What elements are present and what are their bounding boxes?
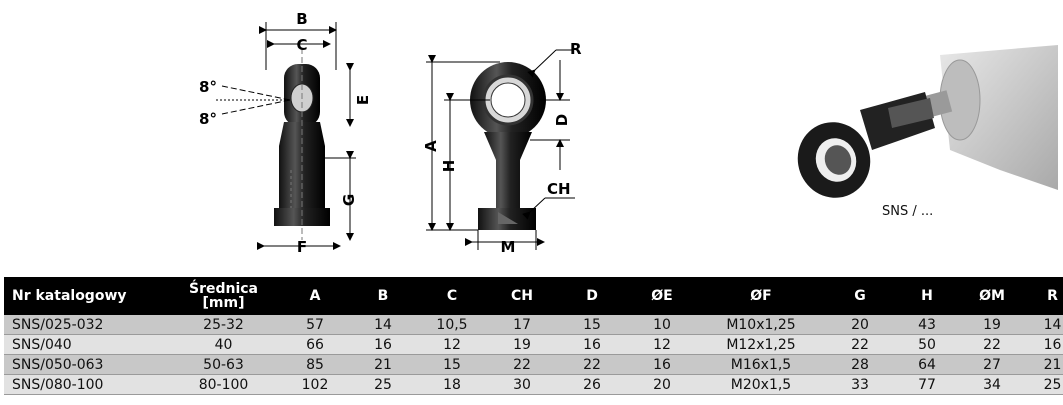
cell-c: 15	[417, 354, 487, 375]
product-photo	[797, 45, 1058, 198]
cell-ch: 22	[487, 354, 557, 375]
cell-diameter: 80-100	[166, 374, 281, 395]
header-r: R	[1025, 277, 1063, 315]
cell-d: 16	[557, 334, 627, 355]
cell-e: 20	[627, 374, 697, 395]
table-row: SNS/050-063 50-63 85 21 15 22 22 16 M16x…	[4, 354, 1063, 375]
cell-h: 50	[895, 334, 959, 355]
label-ch: CH	[547, 180, 571, 198]
cell-h: 77	[895, 374, 959, 395]
header-diameter: Średnica [mm]	[166, 277, 281, 315]
header-f: ØF	[697, 277, 825, 315]
label-c: C	[296, 36, 307, 54]
cell-ch: 17	[487, 315, 557, 335]
cell-e: 16	[627, 354, 697, 375]
cell-catalog: SNS/080-100	[4, 374, 166, 395]
label-a: A	[422, 140, 440, 152]
header-ch: CH	[487, 277, 557, 315]
cell-b: 21	[349, 354, 417, 375]
cell-m: 22	[959, 334, 1025, 355]
cell-diameter: 25-32	[166, 315, 281, 335]
cell-diameter: 40	[166, 334, 281, 355]
cell-h: 64	[895, 354, 959, 375]
label-angle-bottom: 8°	[199, 110, 217, 128]
cell-catalog: SNS/040	[4, 334, 166, 355]
cell-f: M12x1,25	[697, 334, 825, 355]
header-d: D	[557, 277, 627, 315]
header-a: A	[281, 277, 349, 315]
label-r: R	[570, 40, 582, 58]
cell-g: 28	[825, 354, 895, 375]
cell-b: 16	[349, 334, 417, 355]
header-c: C	[417, 277, 487, 315]
cell-f: M10x1,25	[697, 315, 825, 335]
header-e: ØE	[627, 277, 697, 315]
cell-diameter: 50-63	[166, 354, 281, 375]
cell-e: 12	[627, 334, 697, 355]
label-m: M	[501, 238, 516, 256]
cell-r: 16	[1025, 334, 1063, 355]
label-h: H	[440, 160, 458, 173]
technical-drawing-area: B C 8° 8° E G F	[199, 10, 1058, 256]
cell-a: 57	[281, 315, 349, 335]
table-row: SNS/080-100 80-100 102 25 18 30 26 20 M2…	[4, 374, 1063, 395]
cell-a: 66	[281, 334, 349, 355]
side-view: B C 8° 8° E G F	[199, 10, 372, 256]
cell-m: 19	[959, 315, 1025, 335]
cell-r: 14	[1025, 315, 1063, 335]
cell-ch: 30	[487, 374, 557, 395]
header-catalog-number: Nr katalogowy	[4, 277, 166, 315]
cell-m: 27	[959, 354, 1025, 375]
cell-m: 34	[959, 374, 1025, 395]
cell-f: M16x1,5	[697, 354, 825, 375]
cell-g: 22	[825, 334, 895, 355]
cell-d: 26	[557, 374, 627, 395]
cell-r: 25	[1025, 374, 1063, 395]
cell-c: 10,5	[417, 315, 487, 335]
cell-d: 22	[557, 354, 627, 375]
cell-e: 10	[627, 315, 697, 335]
cell-c: 12	[417, 334, 487, 355]
cell-ch: 19	[487, 334, 557, 355]
cell-d: 15	[557, 315, 627, 335]
label-angle-top: 8°	[199, 78, 217, 96]
cell-b: 14	[349, 315, 417, 335]
cell-r: 21	[1025, 354, 1063, 375]
cell-g: 20	[825, 315, 895, 335]
table-header-row: Nr katalogowy Średnica [mm] A B C CH D Ø…	[4, 277, 1063, 315]
header-g: G	[825, 277, 895, 315]
cell-c: 18	[417, 374, 487, 395]
spec-table: Nr katalogowy Średnica [mm] A B C CH D Ø…	[4, 277, 1063, 395]
table-row: SNS/040 40 66 16 12 19 16 12 M12x1,25 22…	[4, 334, 1063, 355]
cell-h: 43	[895, 315, 959, 335]
technical-drawing: B C 8° 8° E G F	[199, 10, 1058, 256]
header-b: B	[349, 277, 417, 315]
cell-g: 33	[825, 374, 895, 395]
label-b: B	[296, 10, 307, 28]
header-m: ØM	[959, 277, 1025, 315]
label-f: F	[297, 238, 307, 256]
label-g: G	[340, 194, 358, 206]
cell-a: 85	[281, 354, 349, 375]
table-row: SNS/025-032 25-32 57 14 10,5 17 15 10 M1…	[4, 315, 1063, 335]
header-h: H	[895, 277, 959, 315]
cell-f: M20x1,5	[697, 374, 825, 395]
cell-b: 25	[349, 374, 417, 395]
cell-catalog: SNS/025-032	[4, 315, 166, 335]
label-e: E	[354, 95, 372, 105]
front-view: R A H D CH M	[422, 40, 582, 256]
cell-a: 102	[281, 374, 349, 395]
cell-catalog: SNS/050-063	[4, 354, 166, 375]
label-d: D	[553, 114, 571, 126]
photo-caption: SNS / ...	[882, 204, 934, 219]
